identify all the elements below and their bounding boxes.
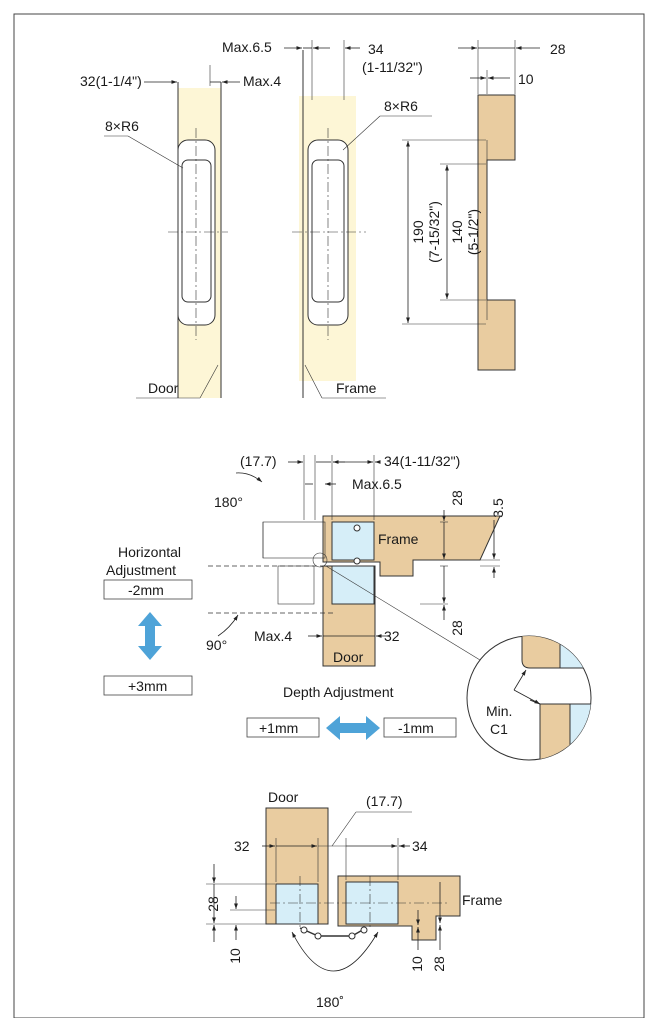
bottom-door-label: Door (268, 789, 299, 805)
mid-hinge-frame (331, 521, 375, 561)
door-radius-label: 8×R6 (105, 118, 139, 134)
bottom-32-label: 32 (234, 838, 250, 854)
horizontal-adjust-line1: Horizontal (118, 544, 181, 560)
bottom-34-label: 34 (412, 838, 428, 854)
h-minus-box (103, 579, 193, 600)
frame-label: Frame (336, 380, 377, 396)
door-label: Door (148, 380, 179, 396)
door-width-label: 32(1-1/4") (80, 73, 142, 89)
bottom-frame-label: Frame (462, 892, 503, 908)
min-c1-label-2: C1 (490, 721, 508, 737)
detail-callout: Min. C1 (466, 635, 592, 761)
bottom-frame-hinge (345, 881, 399, 925)
bottom-right-10-label: 10 (409, 956, 425, 972)
side-28-label: 28 (550, 41, 566, 57)
frame-max-label: Max.6.5 (222, 39, 272, 55)
door-elevation: 32(1-1/4") Max.4 8×R6 Door (80, 65, 281, 399)
frame-width-inch-label: (1-11/32") (362, 59, 423, 75)
mid-32-label: 32 (384, 628, 400, 644)
door-pocket-inner (181, 159, 212, 303)
h-plus-label: +3mm (128, 678, 167, 694)
mid-max65-label: Max.6.5 (352, 476, 402, 492)
frame-elevation: Max.6.5 34 (1-11/32") 8×R6 Frame (222, 39, 432, 399)
open-door-ghost (262, 521, 326, 559)
frame-width-label: 34 (368, 41, 384, 57)
d-minus-box (383, 717, 457, 738)
mid-frame-label: Frame (378, 531, 419, 547)
mid-door-label: Door (333, 649, 364, 665)
mid-35-label: 3.5 (490, 498, 506, 518)
bottom-angle180-label: 180˚ (316, 994, 344, 1010)
d-plus-label: +1mm (259, 720, 298, 736)
side-wood (477, 94, 516, 371)
min-c1-label-1: Min. (486, 703, 512, 719)
bottom-door-hinge (275, 883, 319, 925)
horizontal-adjust-line2: Adjustment (106, 562, 176, 578)
depth-adjust-label: Depth Adjustment (283, 684, 394, 700)
door-max-label: Max.4 (243, 73, 281, 89)
height-190-inch-label: (7-15/32") (426, 201, 442, 263)
mid-28-top-label: 28 (449, 490, 465, 506)
bottom-offset-label: (17.7) (366, 793, 403, 809)
mid-angle180-label: 180° (214, 494, 243, 510)
mid-angle90-label: 90° (206, 637, 227, 653)
mid-frame-width-label: 34(1-11/32") (384, 453, 460, 469)
h-plus-box (103, 675, 193, 696)
mid-hinge-door (331, 565, 375, 605)
horizontal-adjust-arrow (326, 716, 380, 740)
mid-28-bottom-label: 28 (449, 620, 465, 636)
h-minus-label: -2mm (128, 582, 164, 598)
top-section: 32(1-1/4") Max.4 8×R6 Door (80, 39, 566, 399)
d-plus-box (246, 717, 320, 738)
height-140-inch-label: (5-1/2") (465, 209, 481, 255)
bottom-left-10-label: 10 (227, 948, 243, 964)
height-140-label: 140 (449, 220, 465, 244)
side-10-label: 10 (518, 71, 534, 87)
vertical-adjust-arrow (138, 612, 162, 660)
bottom-left-28-label: 28 (205, 896, 221, 912)
mid-offset-label: (17.7) (240, 453, 277, 469)
side-section: 28 10 190 (7-15/32") 140 (5-1/2") (402, 40, 566, 371)
d-minus-label: -1mm (398, 720, 434, 736)
middle-section: (17.7) 34(1-11/32") Max.6.5 180° 28 3.5 … (103, 453, 592, 761)
frame-radius-label: 8×R6 (384, 98, 418, 114)
height-190-label: 190 (410, 220, 426, 244)
bottom-section: 180˚ Door (17.7) 32 34 Frame 28 10 10 (205, 789, 503, 1010)
mid-max4-label: Max.4 (254, 628, 292, 644)
bottom-right-28-label: 28 (431, 956, 447, 972)
hinge-linkage (299, 927, 367, 937)
